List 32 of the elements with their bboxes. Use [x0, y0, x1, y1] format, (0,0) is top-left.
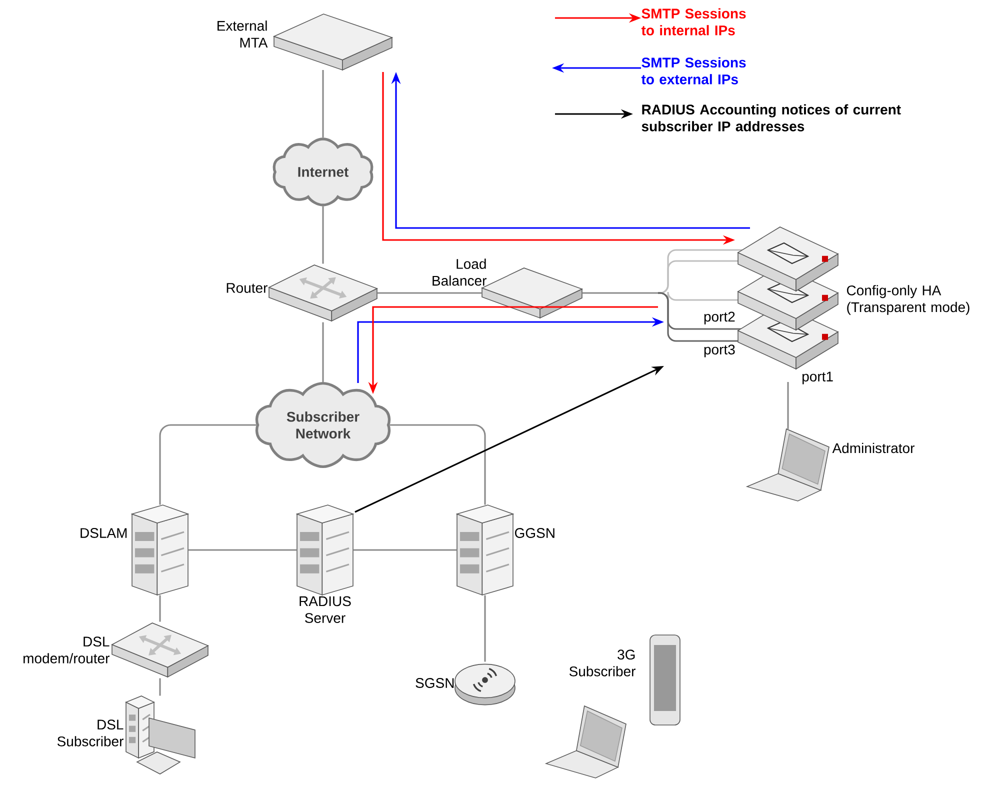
- device-label: Config-only HA (Transparent mode): [846, 285, 970, 315]
- legend-text: RADIUS Accounting notices of current subscriber IP addresses: [642, 104, 901, 132]
- device-label: External MTA: [218, 20, 268, 48]
- connection-line: [159, 424, 256, 505]
- device-label: Administrator: [832, 442, 914, 454]
- device-label: 3G Subscriber: [569, 650, 636, 676]
- connection-line: [582, 292, 658, 294]
- connection-line: [787, 382, 789, 429]
- port-label: port2: [704, 312, 735, 324]
- connection-line: [377, 292, 482, 294]
- connection-line: [322, 70, 324, 138]
- network-cloud: Subscriber Network: [255, 382, 391, 468]
- legend-text: SMTP Sessions to external IPs: [641, 57, 746, 84]
- connection-line: [159, 678, 161, 696]
- device-label: Load Balancer: [432, 258, 486, 286]
- device-label: RADIUS Server: [300, 596, 351, 623]
- device-label: Router: [226, 283, 268, 293]
- connection-line: [322, 206, 324, 264]
- port-label: port3: [704, 344, 735, 358]
- device-label: GGSN: [514, 528, 554, 538]
- device-label: DSL modem/router: [24, 636, 110, 664]
- connection-line: [188, 549, 297, 551]
- device-label: DSLAM: [80, 528, 127, 538]
- network-cloud: Internet: [272, 138, 374, 206]
- connection-line: [322, 322, 324, 382]
- connection-line: [159, 595, 161, 622]
- device-label: SGSN: [416, 678, 454, 688]
- connection-line: [353, 549, 457, 551]
- connection-line: [484, 595, 486, 662]
- device-label: DSL Subscriber: [57, 720, 124, 746]
- legend-text: SMTP Sessions to internal IPs: [641, 8, 746, 36]
- connection-line: [390, 424, 486, 505]
